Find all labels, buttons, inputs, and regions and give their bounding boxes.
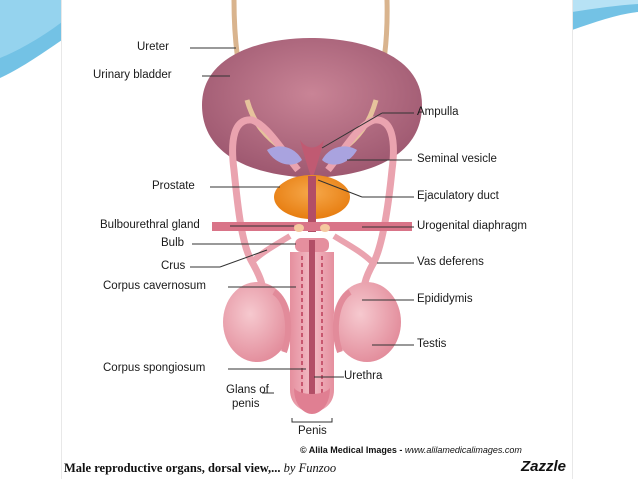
label-ampulla: Ampulla	[417, 106, 459, 118]
label-glans-line2: penis	[232, 398, 260, 410]
left-epididymis	[272, 289, 292, 354]
leader-lines	[190, 47, 414, 394]
image-credit: © Alila Medical Images - www.alilamedica…	[300, 445, 522, 455]
prostatic-urethra	[308, 176, 316, 232]
left-vas-deferens	[229, 116, 301, 307]
caption: Male reproductive organs, dorsal view,..…	[64, 461, 336, 476]
bulbourethral-gland-right	[320, 224, 330, 232]
label-ejaculatory-duct: Ejaculatory duct	[417, 190, 499, 202]
left-seminal-vesicle	[267, 146, 302, 165]
right-epididymis	[332, 289, 352, 354]
label-vas-deferens: Vas deferens	[417, 256, 484, 268]
label-corpus-cavernosum: Corpus cavernosum	[103, 280, 206, 292]
label-glans-line1: Glans of	[226, 384, 269, 396]
urethra	[309, 240, 315, 405]
credit-copyright: © Alila Medical Images -	[300, 445, 405, 455]
anatomy-illustration	[190, 0, 422, 423]
brand-logo: Zazzle	[521, 458, 567, 475]
penis-bracket	[291, 418, 333, 423]
label-ureter: Ureter	[137, 41, 169, 53]
label-prostate: Prostate	[152, 180, 195, 192]
left-testis	[223, 282, 291, 362]
urinary-bladder	[202, 38, 422, 178]
label-urethra: Urethra	[344, 370, 383, 382]
top-left-swoosh-light	[0, 0, 62, 58]
urogenital-diaphragm	[212, 222, 412, 231]
right-seminal-vesicle	[322, 146, 357, 165]
label-corpus-spongiosum: Corpus spongiosum	[103, 362, 206, 374]
label-testis: Testis	[417, 338, 447, 350]
crus-left	[249, 233, 292, 265]
crus-right	[332, 233, 375, 265]
top-right-swoosh-light	[572, 0, 638, 12]
label-epididymis: Epididymis	[417, 293, 473, 305]
label-bulbourethral-gland: Bulbourethral gland	[100, 219, 200, 231]
label-seminal-vesicle: Seminal vesicle	[417, 153, 497, 165]
label-crus: Crus	[161, 260, 186, 272]
label-urinary-bladder: Urinary bladder	[93, 69, 172, 81]
ampulla	[300, 140, 324, 180]
bulbourethral-gland-left	[294, 224, 304, 232]
credit-url: www.alilamedicalimages.com	[404, 445, 522, 455]
label-penis: Penis	[298, 425, 327, 437]
right-testis	[333, 282, 401, 362]
glans-of-penis	[294, 388, 330, 414]
right-vas-deferens	[325, 116, 397, 307]
caption-author: by Funzoo	[280, 461, 337, 475]
caption-title: Male reproductive organs, dorsal view,..…	[64, 461, 281, 475]
label-urogenital-diaphragm: Urogenital diaphragm	[417, 220, 527, 232]
label-bulb: Bulb	[161, 237, 185, 249]
